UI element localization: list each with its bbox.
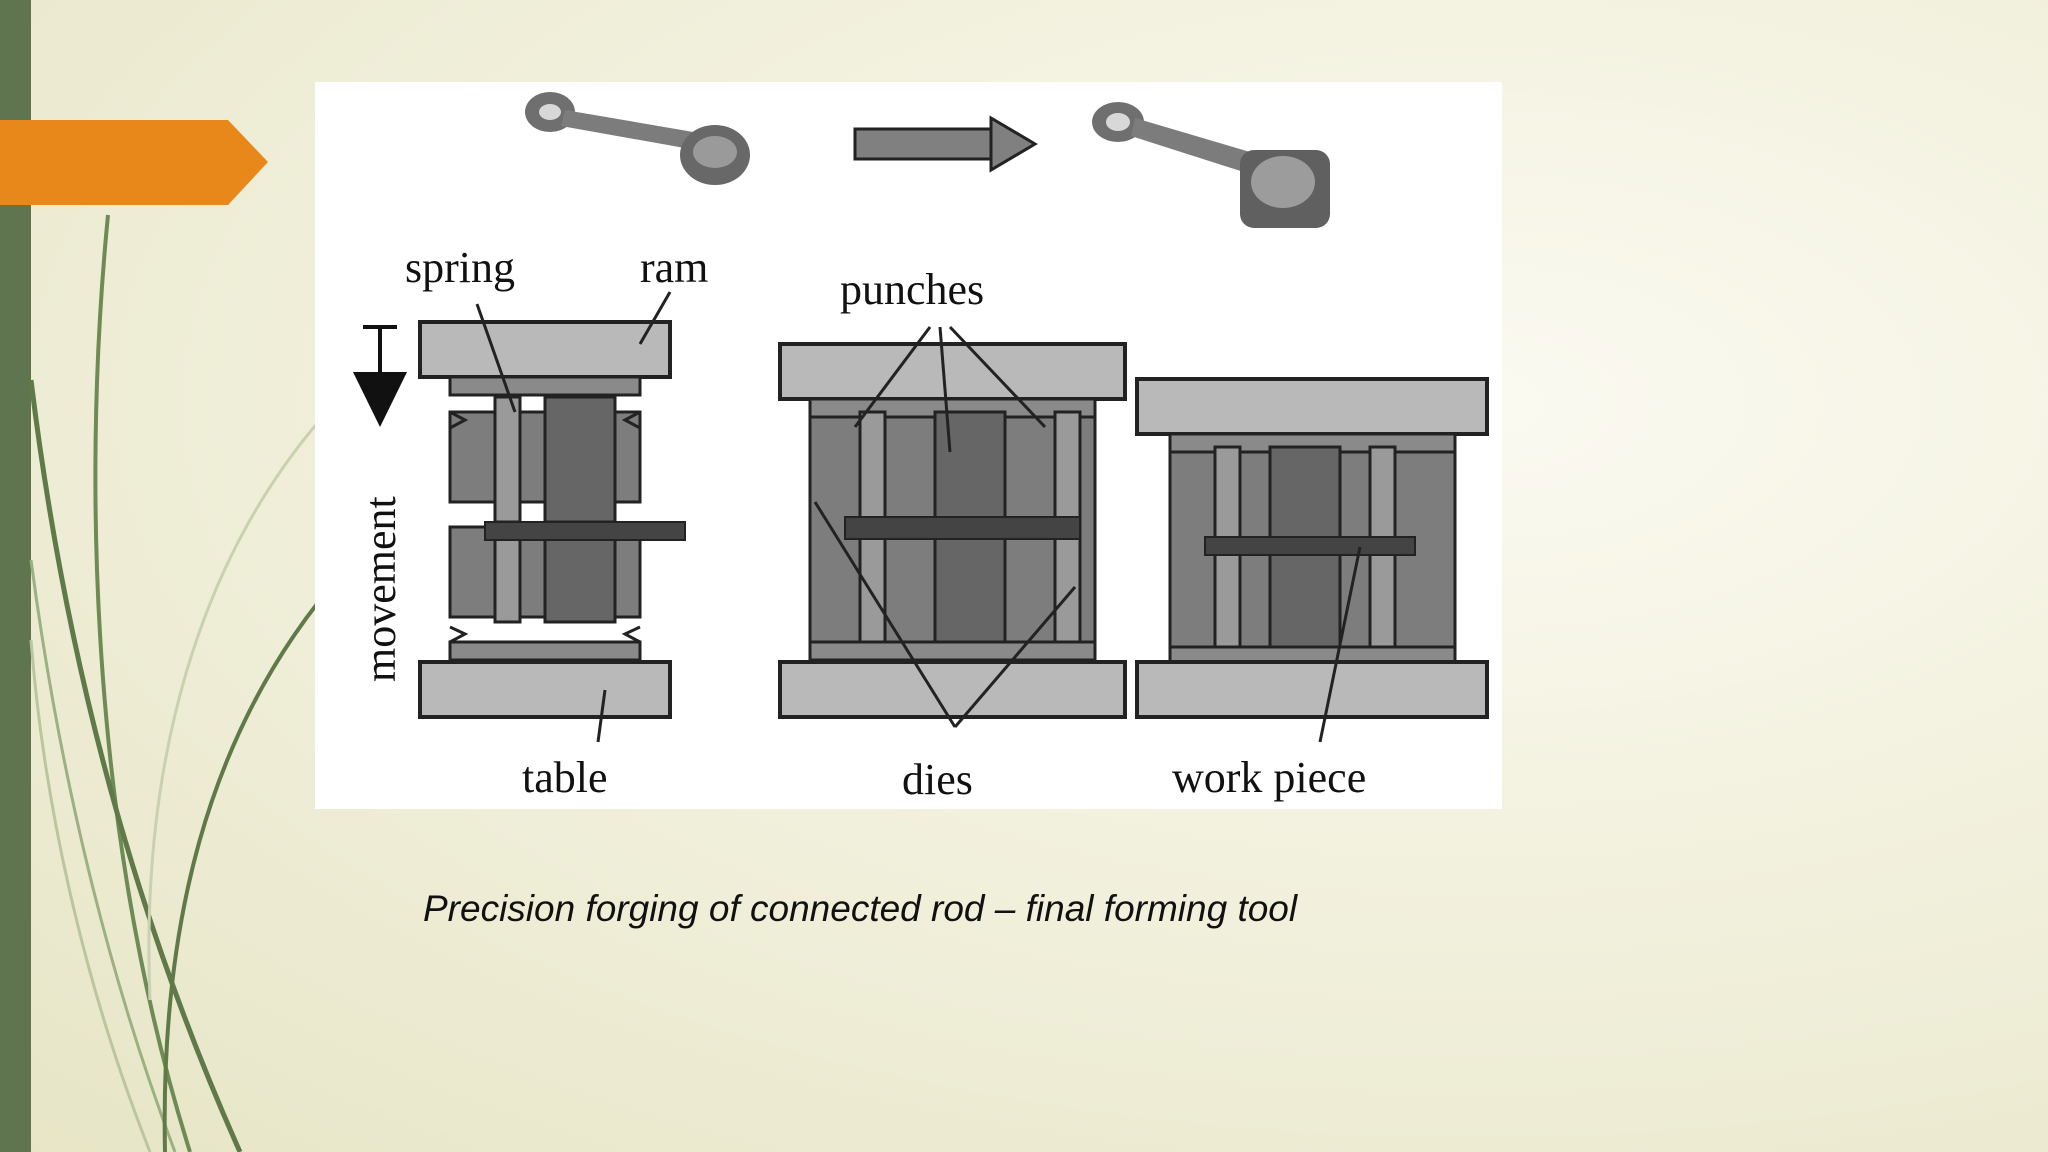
press-closed-state (1135, 377, 1489, 743)
press-open-state (418, 320, 686, 719)
connecting-rod-after-image (1092, 102, 1330, 228)
label-dies: dies (902, 755, 973, 804)
label-punches: punches (840, 265, 984, 314)
press-mid-state (778, 325, 1127, 728)
movement-arrow (353, 325, 407, 427)
label-ram: ram (640, 243, 708, 292)
label-movement: movement (356, 496, 405, 682)
connecting-rod-before-image (525, 92, 750, 185)
figure-caption: Precision forging of connected rod – fin… (423, 888, 1298, 929)
orange-arrow-tab (0, 120, 268, 205)
process-arrow (853, 115, 1038, 173)
label-spring: spring (405, 243, 515, 292)
decorative-vines (28, 214, 322, 1152)
label-work-piece: work piece (1172, 753, 1366, 802)
label-table: table (522, 753, 608, 802)
forging-tool-diagram: spring ram punches movement table dies w… (315, 82, 1502, 809)
